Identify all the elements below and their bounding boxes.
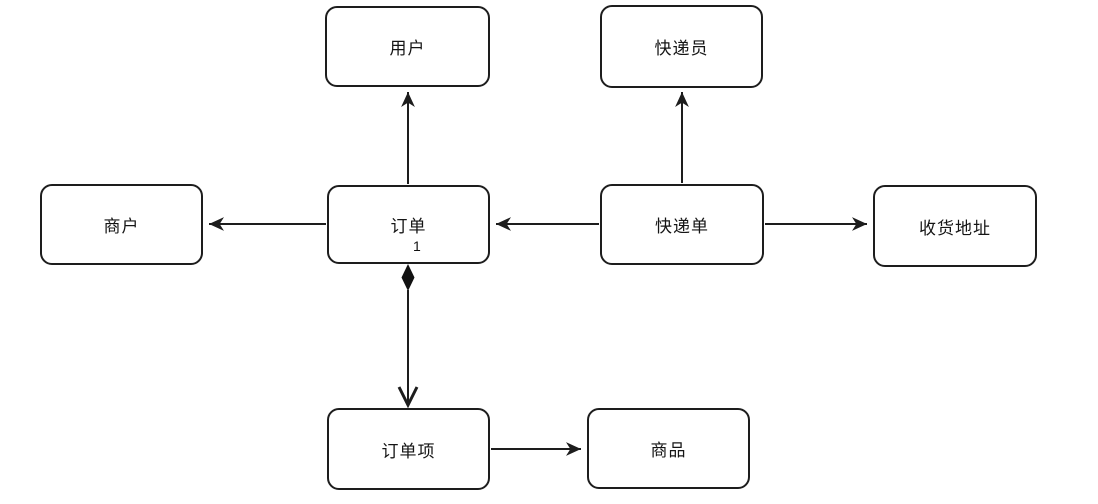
node-merchant-label: 商户 [103,217,140,236]
composition-diamond [401,264,415,291]
node-user-label: 用户 [389,39,426,58]
node-address-label: 收货地址 [919,218,991,238]
node-product[interactable]: 商品 [587,408,750,489]
node-order-item[interactable]: 订单项 [327,408,490,490]
node-product-label: 商品 [650,441,687,460]
node-merchant[interactable]: 商户 [40,184,203,265]
node-order-label: 订单 [390,217,427,236]
node-user[interactable]: 用户 [325,6,490,87]
node-order-item-label: 订单项 [381,441,436,461]
node-address[interactable]: 收货地址 [873,185,1037,267]
multiplicity-label: 1 [413,238,421,254]
node-courier-label: 快递员 [654,39,709,58]
node-order[interactable]: 订单 [327,185,490,264]
node-courier[interactable]: 快递员 [600,5,763,88]
node-waybill[interactable]: 快递单 [600,184,764,265]
node-waybill-label: 快递单 [655,217,709,236]
